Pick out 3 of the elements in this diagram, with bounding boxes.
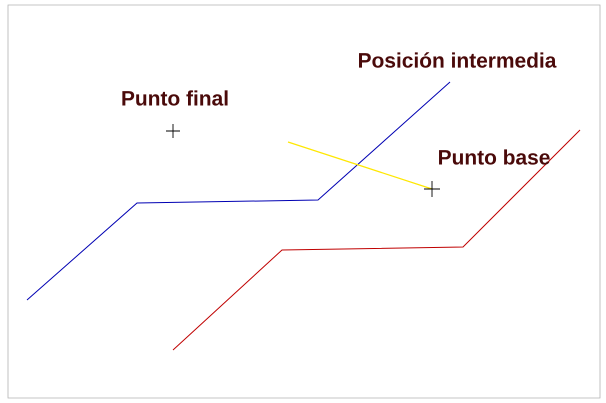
point-label: Punto final (122, 90, 228, 106)
point-label: Posición intermedia (359, 52, 557, 68)
point-label: Punto base (439, 149, 550, 165)
